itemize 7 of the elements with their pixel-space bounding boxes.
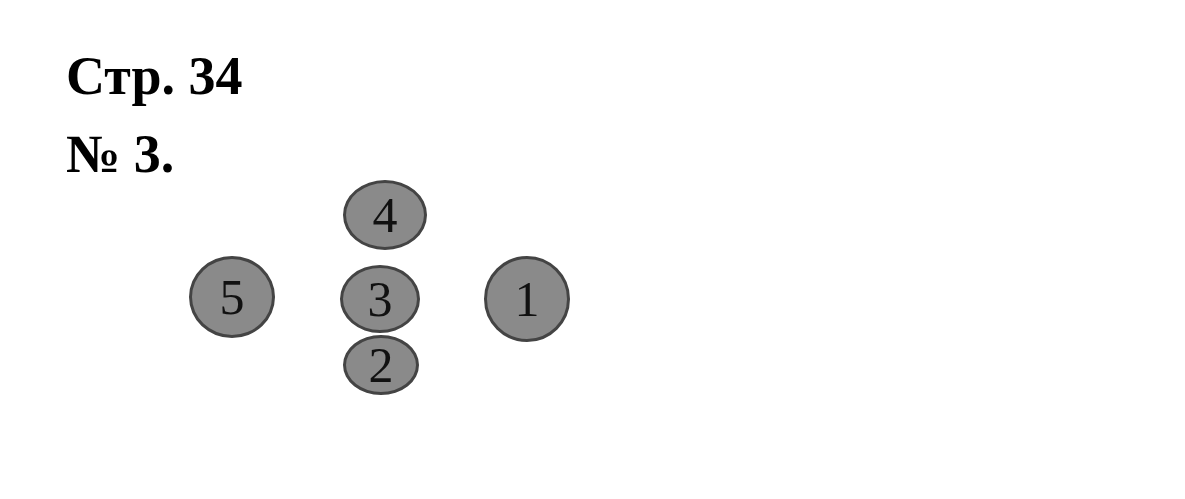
number-label: 3 (367, 274, 393, 324)
number-label: 1 (514, 274, 540, 324)
page-heading: Стр. 34 (66, 46, 243, 106)
number-label: 2 (368, 340, 394, 390)
number-label: 4 (372, 190, 398, 240)
task-number: № 3. (66, 124, 175, 184)
number-label: 5 (219, 272, 245, 322)
